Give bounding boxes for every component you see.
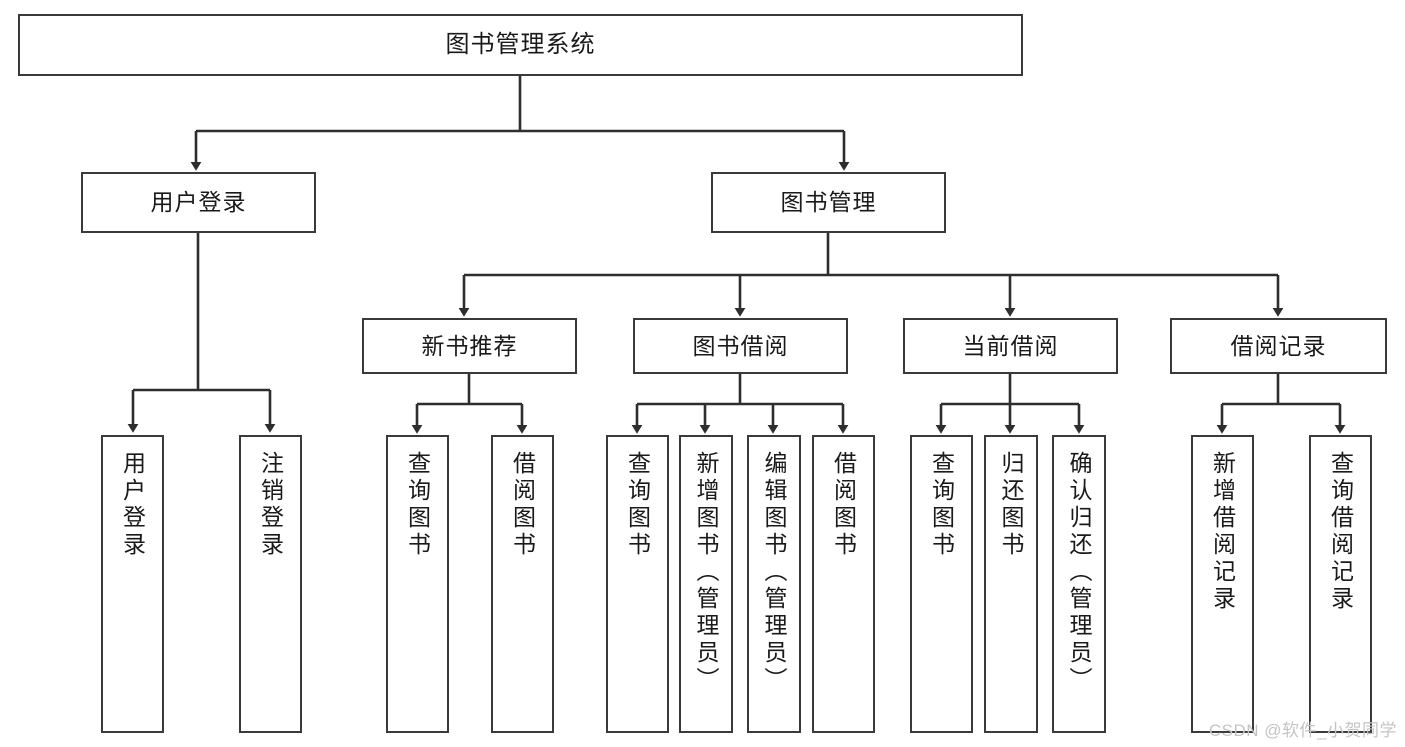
node-leaf-query-book-recommend[interactable]: 查询图书 — [386, 435, 449, 733]
node-borrow-record[interactable]: 借阅记录 — [1170, 318, 1387, 374]
node-user-login[interactable]: 用户登录 — [81, 172, 316, 233]
node-label: 新增图书（管理员） — [693, 451, 720, 694]
node-label: 查询图书 — [404, 451, 431, 559]
node-label: 图书管理 — [780, 189, 877, 215]
node-book-borrow[interactable]: 图书借阅 — [633, 318, 848, 374]
node-current-borrow[interactable]: 当前借阅 — [903, 318, 1118, 374]
node-label: 用户登录 — [150, 189, 247, 215]
node-label: 查询借阅记录 — [1327, 451, 1354, 613]
node-leaf-user-login[interactable]: 用户登录 — [101, 435, 164, 733]
node-leaf-query-book-current[interactable]: 查询图书 — [910, 435, 973, 733]
node-leaf-logout[interactable]: 注销登录 — [239, 435, 302, 733]
node-book-management[interactable]: 图书管理 — [711, 172, 946, 233]
node-root-book-management-system[interactable]: 图书管理系统 — [18, 14, 1023, 76]
node-leaf-borrow-book[interactable]: 借阅图书 — [812, 435, 875, 733]
node-label: 查询图书 — [928, 451, 955, 559]
node-label: 当前借阅 — [962, 332, 1059, 359]
node-label: 归还图书 — [998, 451, 1025, 559]
node-label: 编辑图书（管理员） — [761, 451, 788, 694]
node-leaf-add-book-admin[interactable]: 新增图书（管理员） — [679, 435, 733, 733]
node-leaf-confirm-return-admin[interactable]: 确认归还（管理员） — [1052, 435, 1106, 733]
node-label: 借阅图书 — [830, 451, 857, 559]
node-label: 图书借阅 — [692, 332, 789, 359]
node-label: 注销登录 — [257, 451, 284, 559]
csdn-watermark: CSDN @软件_小贺同学 — [1208, 721, 1397, 740]
node-label: 图书管理系统 — [445, 31, 596, 58]
node-label: 新书推荐 — [421, 332, 518, 359]
node-leaf-return-book[interactable]: 归还图书 — [984, 435, 1038, 733]
node-label: 新增借阅记录 — [1209, 451, 1236, 613]
node-leaf-edit-book-admin[interactable]: 编辑图书（管理员） — [747, 435, 801, 733]
node-label: 借阅记录 — [1230, 332, 1327, 359]
node-leaf-query-book-borrow[interactable]: 查询图书 — [606, 435, 669, 733]
node-leaf-borrow-book-recommend[interactable]: 借阅图书 — [491, 435, 554, 733]
node-leaf-query-borrow-record[interactable]: 查询借阅记录 — [1309, 435, 1372, 733]
node-label: 用户登录 — [119, 451, 146, 559]
node-label: 借阅图书 — [509, 451, 536, 559]
node-label: 查询图书 — [624, 451, 651, 559]
node-new-book-recommend[interactable]: 新书推荐 — [362, 318, 577, 374]
node-leaf-add-borrow-record[interactable]: 新增借阅记录 — [1191, 435, 1254, 733]
node-label: 确认归还（管理员） — [1066, 451, 1093, 694]
